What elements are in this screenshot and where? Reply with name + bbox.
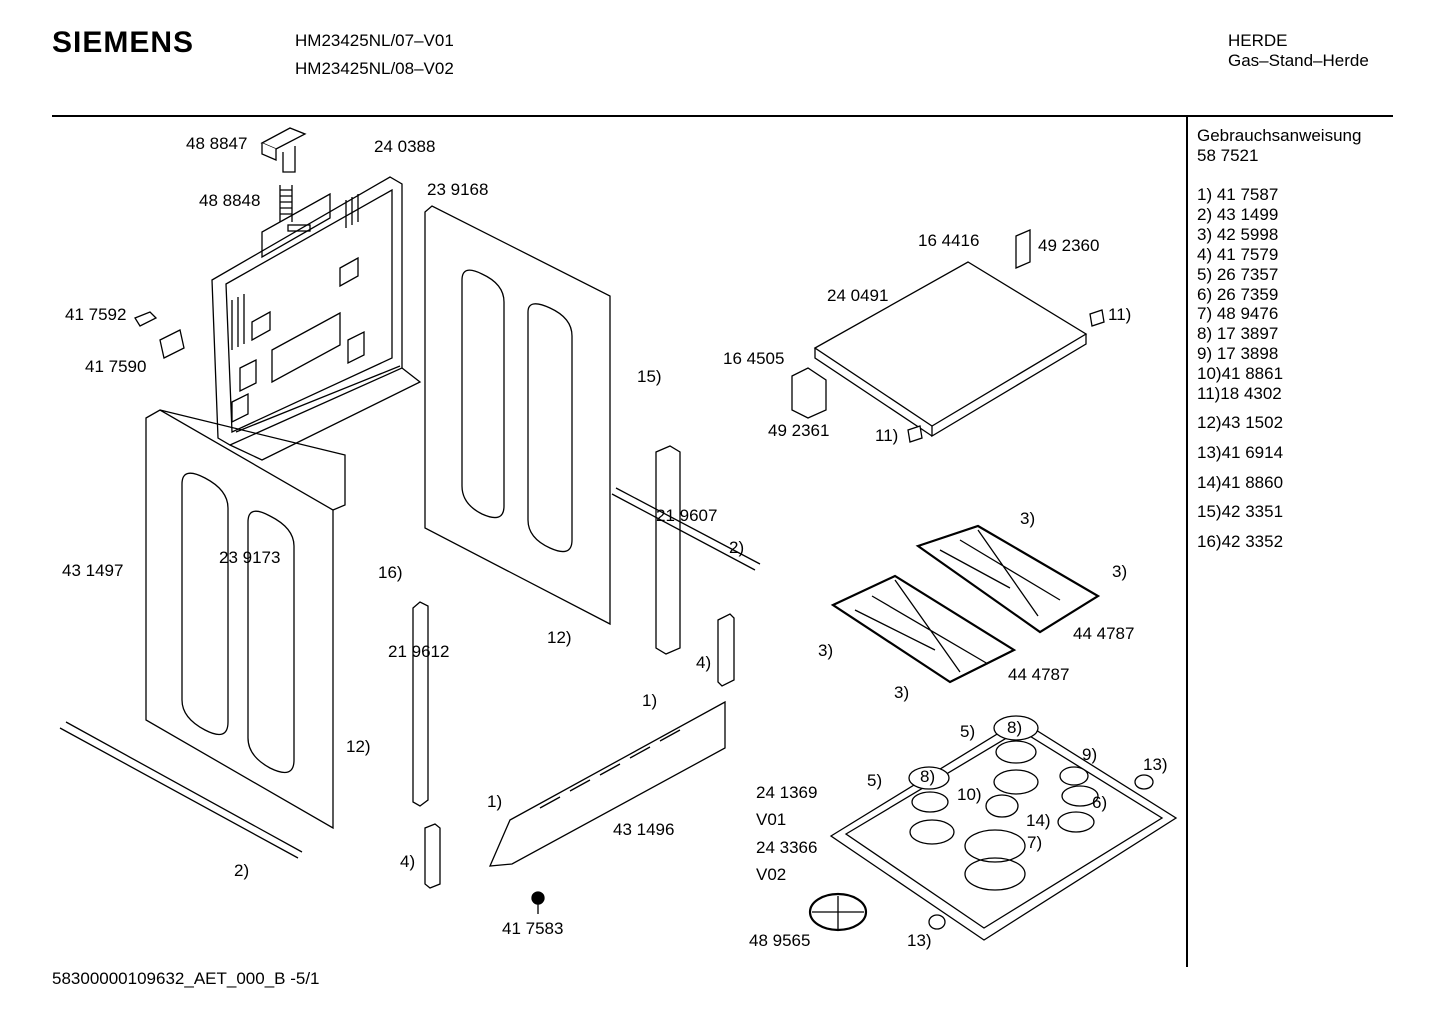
part-label: 43 1496 [613,820,675,839]
wok-ring-part [808,892,868,932]
part-list-item: 10)41 8861 [1197,364,1284,383]
category-subtitle: Gas–Stand–Herde [1228,51,1369,70]
part-label: 48 8847 [186,134,248,153]
part-label: V01 [756,810,787,829]
part-label: 4) [696,653,712,672]
part-label: 11) [875,426,899,445]
part-label: 12) [547,628,572,647]
part-label: 24 1369 [756,783,818,802]
part-label: 24 0388 [374,137,436,156]
part-label: 1) [642,691,658,710]
part-label: 23 9173 [219,548,281,567]
part-label: 8) [920,767,936,786]
right-side-panel-part [424,205,611,626]
part-label: 5) [867,771,883,790]
part-list-item: 6) 26 7359 [1197,285,1279,304]
part-label: V02 [756,865,787,884]
part-label: 49 2361 [768,421,830,440]
part-label: 2) [234,861,250,880]
part-list-item: 16)42 3352 [1197,532,1284,551]
part-label: 3) [1112,562,1128,581]
manual-label: Gebrauchsanweisung [1197,126,1362,145]
part-label: 16 4505 [723,349,785,368]
part-list-item: 4) 41 7579 [1197,245,1279,264]
left-side-panel-part [145,409,346,830]
part-label: 49 2360 [1038,236,1100,255]
part-label: 11) [1108,305,1132,324]
part-label: 48 8848 [199,191,261,210]
part-label: 10) [957,785,982,804]
cover-lid-part [791,229,1105,443]
part-list-item: 13)41 6914 [1197,443,1284,462]
model-number-1: HM23425NL/07–V01 [295,31,454,50]
part-label: 7) [1027,833,1043,852]
rear-panel-part [211,176,422,461]
part-label: 5) [960,722,976,741]
part-list-item: 3) 42 5998 [1197,225,1279,244]
part-label: 3) [894,683,910,702]
manual-number: 58 7521 [1197,146,1259,165]
part-label: 3) [818,641,834,660]
part-label: 44 4787 [1008,665,1070,684]
part-label: 4) [400,852,416,871]
part-label: 41 7592 [65,305,127,324]
part-list-item: 7) 48 9476 [1197,304,1279,323]
part-label: 15) [637,367,662,386]
part-label: 2) [729,538,745,557]
front-base-bar-part [488,700,726,867]
part-label: 12) [346,737,371,756]
part-label: 8) [1007,718,1023,737]
small-bracket-part [134,311,185,359]
part-label: 1) [487,792,503,811]
part-list-item: 14)41 8860 [1197,473,1284,492]
part-label: 14) [1026,811,1051,830]
part-label: 16) [378,563,403,582]
part-label: 13) [907,931,932,950]
part-list-item: 8) 17 3897 [1197,324,1279,343]
model-number-2: HM23425NL/08–V02 [295,59,454,78]
siemens-logo: SIEMENS [52,26,195,59]
part-label: 9) [1082,745,1098,764]
part-list-item: 12)43 1502 [1197,413,1284,432]
document-code: 58300000109632_AET_000_B -5/1 [52,969,320,988]
part-label: 13) [1143,755,1168,774]
hob-plate-part [829,715,1178,941]
part-list-item: 2) 43 1499 [1197,205,1279,224]
header-divider [52,115,1393,117]
part-label: 21 9612 [388,642,450,661]
part-list-item: 11)18 4302 [1197,384,1282,403]
adjustable-foot-part [531,891,545,914]
vertical-rail-part [412,445,735,889]
part-list-item: 5) 26 7357 [1197,265,1279,284]
part-label: 3) [1020,509,1036,528]
sidebar-divider [1186,117,1188,967]
part-label: 48 9565 [749,931,811,950]
part-label: 24 0491 [827,286,889,305]
part-label: 44 4787 [1073,624,1135,643]
category-title: HERDE [1228,31,1288,50]
part-label: 43 1497 [62,561,124,580]
pan-support-part [830,524,1101,684]
part-label: 24 3366 [756,838,818,857]
part-label: 41 7583 [502,919,564,938]
part-label: 41 7590 [85,357,147,376]
part-label: 6) [1092,793,1108,812]
base-rod-part [59,487,761,859]
part-list-item: 1) 41 7587 [1197,185,1279,204]
part-label: 16 4416 [918,231,980,250]
part-list-item: 15)42 3351 [1197,502,1284,521]
part-list-item: 9) 17 3898 [1197,344,1279,363]
vent-pipe-part [260,127,307,222]
part-label: 21 9607 [656,506,718,525]
part-label: 23 9168 [427,180,489,199]
